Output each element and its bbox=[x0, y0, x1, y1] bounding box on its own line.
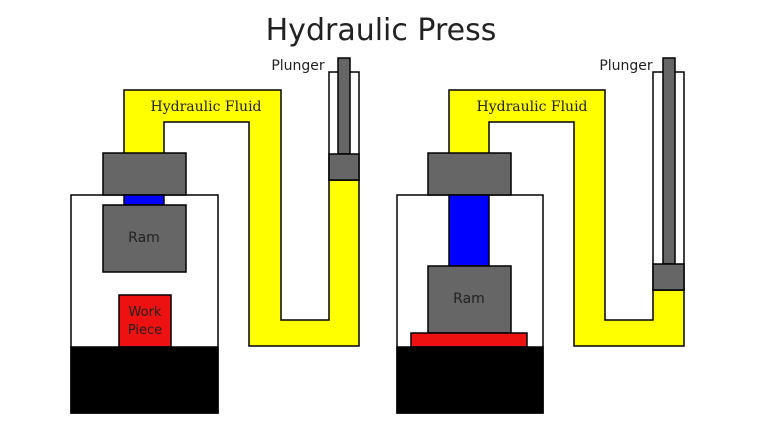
right-workpiece-flattened bbox=[410, 332, 528, 348]
right-ram-label: Ram bbox=[453, 291, 485, 307]
left-ram bbox=[102, 204, 187, 273]
right-piston-fluid bbox=[448, 194, 490, 267]
right-plunger-head bbox=[652, 263, 685, 291]
right-plunger-label: Plunger bbox=[599, 58, 653, 74]
left-workpiece-label-line2: Piece bbox=[128, 323, 162, 338]
right-base bbox=[396, 346, 544, 414]
left-workpiece-label-line1: Work bbox=[129, 305, 162, 320]
left-press: Plunger Hydraulic Fluid Ram Work Piece bbox=[70, 57, 360, 414]
right-press: Plunger Hydraulic Fluid Ram bbox=[396, 57, 685, 414]
left-fluid-label: Hydraulic Fluid bbox=[150, 99, 261, 115]
left-piston-fluid bbox=[123, 194, 165, 206]
right-fluid-label: Hydraulic Fluid bbox=[476, 99, 587, 115]
left-plunger-head bbox=[328, 153, 360, 181]
left-ram-label: Ram bbox=[128, 230, 160, 246]
right-ram bbox=[427, 265, 512, 334]
left-cylinder-head bbox=[102, 152, 187, 196]
left-plunger-label: Plunger bbox=[271, 58, 325, 74]
right-plunger-rod bbox=[662, 57, 676, 265]
left-base bbox=[70, 346, 219, 414]
left-workpiece bbox=[118, 294, 172, 348]
diagram-title: Hydraulic Press bbox=[266, 13, 497, 48]
left-plunger-rod bbox=[337, 57, 351, 155]
right-cylinder-head bbox=[427, 152, 512, 196]
